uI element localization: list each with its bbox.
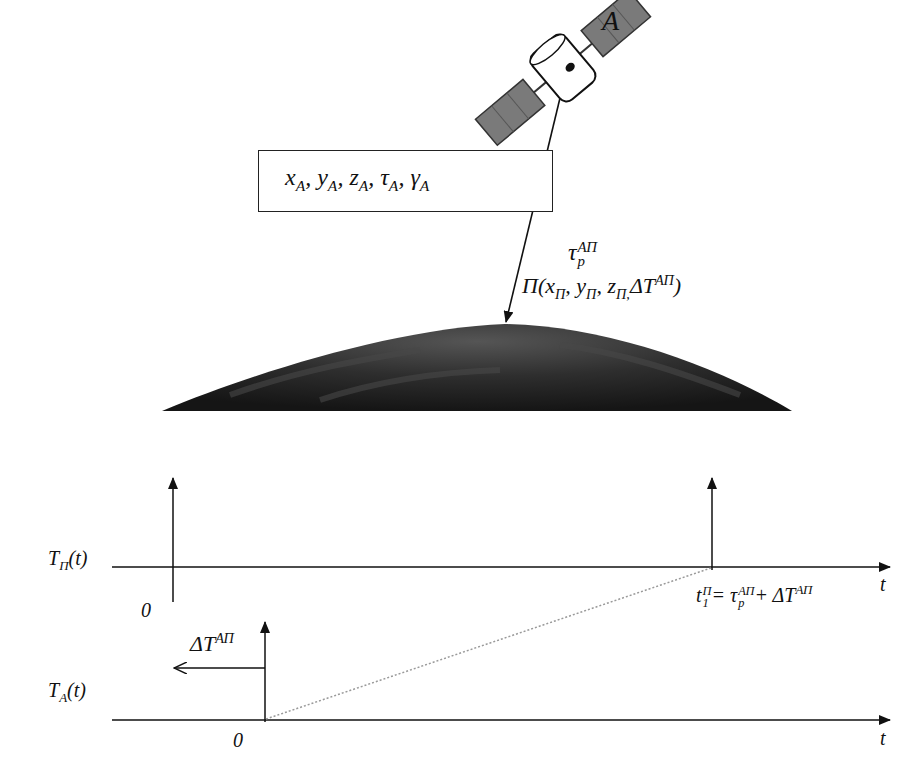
formula-text: p: [738, 597, 754, 609]
formula-label: П(xП, yП, zП,ΔTАП): [522, 272, 681, 303]
formula-label: tП1= τАПp+ ΔTАП: [696, 582, 812, 609]
formula-text: (t): [69, 547, 88, 569]
formula-text: A: [359, 177, 369, 194]
formula-text: ): [674, 273, 681, 298]
formula-text: , y: [565, 273, 586, 298]
formula-text: 0: [141, 599, 151, 621]
formula-text: A: [328, 177, 338, 194]
formula-text: , γ: [398, 164, 419, 190]
formula-label: τАПp: [568, 238, 597, 269]
satellite: [466, 0, 658, 155]
formula-label: TA(t): [48, 678, 86, 706]
formula-text: 0: [233, 729, 243, 751]
formula-text: + ΔT: [754, 584, 795, 606]
clock-axis: [264, 622, 266, 722]
index-stack: П1: [703, 585, 712, 610]
formula-text: t: [880, 573, 886, 595]
formula-text: T: [48, 679, 59, 701]
index-stack: АПp: [578, 240, 597, 270]
formula-text: t: [696, 584, 702, 606]
formula-text: 1: [703, 597, 712, 609]
clock-axis: [172, 478, 174, 602]
formula-text: П,: [616, 286, 630, 302]
parameter-box: xA, yA, zA, τA, γA: [258, 150, 553, 212]
formula-text: A: [420, 177, 430, 194]
formula-label: 0: [141, 598, 151, 622]
formula-text: ΔT: [630, 273, 655, 298]
formula-label: t: [880, 726, 886, 750]
formula-text: A: [296, 177, 306, 194]
time-axis: [112, 719, 890, 721]
formula-text: τ: [568, 239, 577, 265]
formula-text: A: [389, 177, 399, 194]
formula-text: АП: [738, 585, 754, 597]
formula-text: П: [59, 558, 68, 573]
formula-text: АП: [215, 630, 234, 646]
time-axis: [112, 566, 890, 568]
formula-label: 0: [233, 728, 243, 752]
formula-label: ΔTАП: [190, 630, 234, 658]
formula-text: A: [602, 5, 619, 36]
formula-text: p: [578, 254, 597, 269]
reception-mark: [711, 478, 713, 570]
formula-label: A: [602, 4, 619, 38]
earth-surface: [162, 324, 792, 411]
formula-text: АП: [578, 240, 597, 255]
offset-arrow: [174, 667, 265, 669]
index-stack: АПp: [738, 585, 754, 610]
formula-text: П: [555, 286, 565, 302]
formula-text: , y: [305, 164, 328, 190]
formula-text: П(x: [522, 273, 555, 298]
propagation-line: [266, 568, 711, 719]
formula-text: T: [48, 547, 59, 569]
formula-text: , τ: [368, 164, 389, 190]
formula-label: TП(t): [48, 546, 87, 574]
formula-text: П: [703, 585, 712, 597]
formula-text: , z: [596, 273, 616, 298]
formula-text: АП: [795, 582, 812, 597]
formula-text: = τ: [712, 584, 738, 606]
formula-text: П: [586, 286, 596, 302]
formula-text: t: [880, 727, 886, 749]
formula-text: x: [285, 164, 296, 190]
formula-text: ΔT: [190, 631, 215, 656]
formula-text: A: [59, 690, 67, 705]
formula-text: , z: [337, 164, 358, 190]
formula-text: (t): [67, 679, 86, 701]
formula-label: t: [880, 572, 886, 596]
formula-text: АП: [655, 272, 674, 288]
